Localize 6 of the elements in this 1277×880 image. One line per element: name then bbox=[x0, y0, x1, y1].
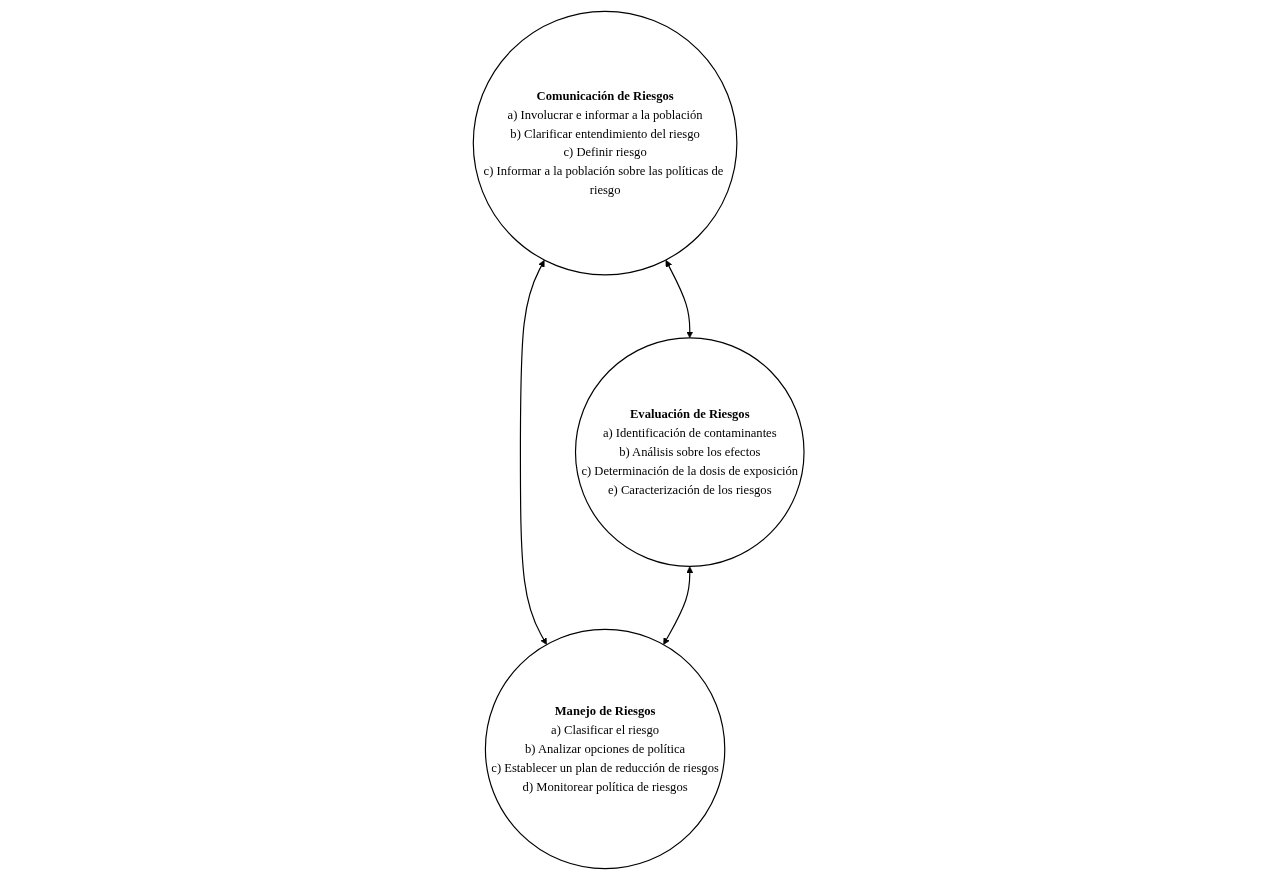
arrow bbox=[665, 260, 694, 339]
node-circle: Manejo de Riesgos a) Clasificar el riesgo b) Analizar opciones de política c) Establecer un plan de reducción de riesgos d) Monitorear política de riesgos bbox=[484, 628, 726, 870]
node-circle: Comunicación de Riesgos a) Involucrar e informar a la población b) Clarificar entendimiento del riesgo c) Definir riesgo c) Informar a la población sobre las políticas de riesgo bbox=[472, 10, 738, 276]
arrow bbox=[663, 566, 694, 645]
arrow bbox=[519, 260, 547, 645]
node-circle: Evaluación de Riesgos a) Identificación de contaminantes b) Análisis sobre los efectos c) Determinación de la dosis de exposición e) Caracterización de los riesgos bbox=[574, 337, 805, 567]
